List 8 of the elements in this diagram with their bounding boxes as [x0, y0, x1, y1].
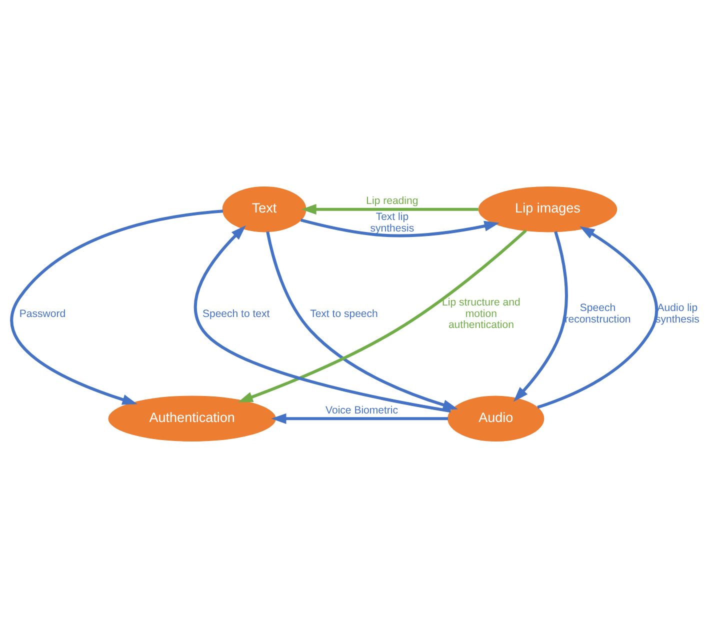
edge-label: Voice Biometric: [326, 404, 398, 417]
edge-label: Text to speech: [310, 308, 378, 320]
edge-label: Lip reading: [366, 195, 418, 208]
edge-label: Password: [19, 308, 66, 320]
edge-label: Text lip synthesis: [370, 211, 414, 234]
edge-label: Speech to text: [202, 308, 270, 320]
edge-label: Speech reconstruction: [564, 302, 631, 326]
edge-label: Lip structure and motion authentication: [442, 296, 520, 332]
